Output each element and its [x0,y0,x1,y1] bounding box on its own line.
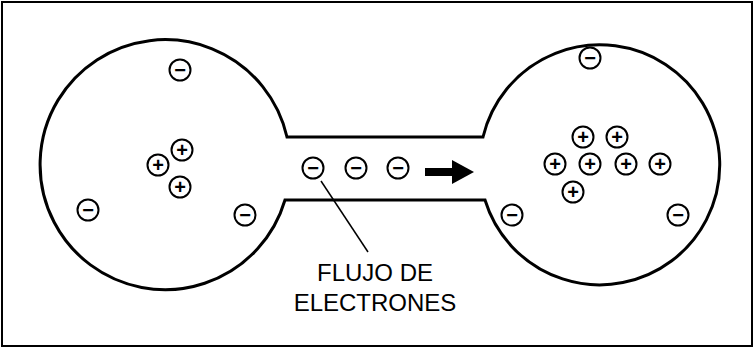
proton-circle: + [561,180,585,204]
charge-sign: + [168,175,192,199]
electron-circle: − [233,203,257,227]
charge-sign: + [170,138,194,162]
electron-circle: − [76,198,100,222]
charge-sign: + [543,152,567,176]
electron-circle: − [386,156,410,180]
flow-arrow-shaft [425,168,455,176]
charge-sign: + [578,152,602,176]
caption-label: FLUJO DE ELECTRONES [275,258,475,318]
charge-sign: + [605,125,629,149]
charge-sign: + [146,153,170,177]
electron-circle: − [666,203,690,227]
charge-sign: + [614,152,638,176]
charge-sign: + [571,125,595,149]
conductor-outline [40,40,720,290]
charge-sign: − [500,203,524,227]
proton-circle: + [543,152,567,176]
electron-circle: − [578,46,602,70]
proton-circle: + [648,152,672,176]
charge-sign: − [301,156,325,180]
charge-sign: − [233,203,257,227]
charge-sign: − [168,58,192,82]
proton-circle: + [170,138,194,162]
charge-sign: − [76,198,100,222]
proton-circle: + [605,125,629,149]
electron-circle: − [301,156,325,180]
leader-line [321,181,368,252]
proton-circle: + [614,152,638,176]
proton-circle: + [571,125,595,149]
electron-circle: − [168,58,192,82]
flow-arrow-head [452,160,474,184]
proton-circle: + [168,175,192,199]
charge-sign: − [578,46,602,70]
electron-circle: − [344,156,368,180]
charge-sign: − [344,156,368,180]
electron-circle: − [500,203,524,227]
charge-sign: − [666,203,690,227]
proton-circle: + [578,152,602,176]
charge-sign: − [386,156,410,180]
proton-circle: + [146,153,170,177]
charge-sign: + [561,180,585,204]
charge-sign: + [648,152,672,176]
